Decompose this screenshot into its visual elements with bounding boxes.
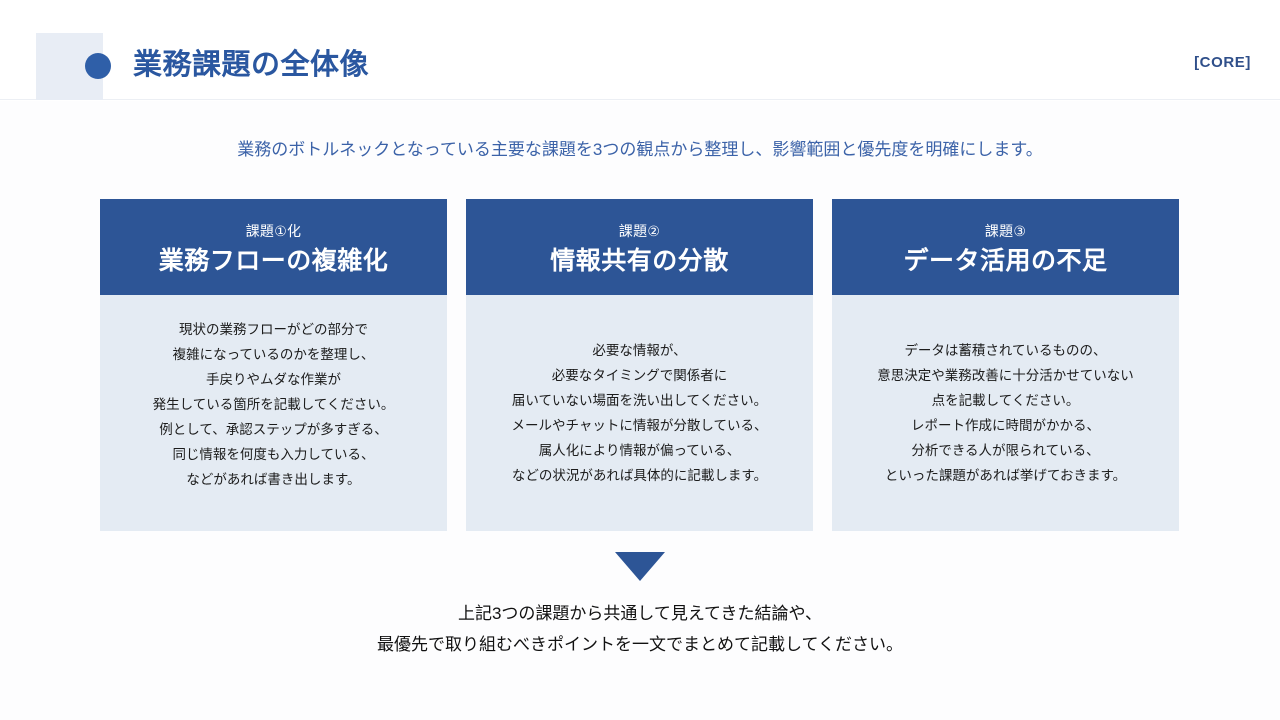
issue-card-1-body: 現状の業務フローがどの部分で 複雑になっているのかを整理し、 手戻りやムダな作業… (100, 295, 447, 531)
issue-card-2-body: 必要な情報が、 必要なタイミングで関係者に 届いていない場面を洗い出してください… (466, 295, 813, 531)
issue-card-2-title: 情報共有の分散 (550, 247, 729, 275)
issue-card-3[interactable]: 課題③ データ活用の不足 データは蓄積されているものの、 意思決定や業務改善に十… (832, 199, 1179, 531)
issue-card-2-header: 課題② 情報共有の分散 (466, 199, 813, 295)
down-arrow-icon (615, 552, 665, 581)
issue-card-3-text: データは蓄積されているものの、 意思決定や業務改善に十分活かせていない 点を記載… (877, 343, 1134, 483)
issue-card-2-text: 必要な情報が、 必要なタイミングで関係者に 届いていない場面を洗い出してください… (511, 343, 768, 483)
issue-card-3-header: 課題③ データ活用の不足 (832, 199, 1179, 295)
issue-card-1-title: 業務フローの複雑化 (158, 247, 389, 275)
conclusion-text: 上記3つの課題から共通して見えてきた結論や、 最優先で取り組むべきポイントを一文… (377, 604, 903, 654)
issue-card-3-kicker: 課題③ (984, 223, 1027, 239)
issue-card-1-header: 課題①化 業務フローの複雑化 (100, 199, 447, 295)
slide-subtitle: 業務のボトルネックとなっている主要な課題を3つの観点から整理し、影響範囲と優先度… (237, 140, 1043, 159)
issue-card-1[interactable]: 課題①化 業務フローの複雑化 現状の業務フローがどの部分で 複雑になっているのか… (100, 199, 447, 531)
core-badge: [CORE] (1194, 54, 1251, 71)
issue-card-1-text: 現状の業務フローがどの部分で 複雑になっているのかを整理し、 手戻りやムダな作業… (152, 322, 395, 487)
issue-card-2-kicker: 課題② (618, 223, 661, 239)
page-title: 業務課題の全体像 (133, 49, 370, 81)
slide-header: 業務課題の全体像 [CORE] (0, 0, 1280, 100)
slide-body: 業務のボトルネックとなっている主要な課題を3つの観点から整理し、影響範囲と優先度… (0, 101, 1280, 720)
bullet-dot-icon (85, 53, 111, 79)
issue-card-3-title: データ活用の不足 (903, 247, 1108, 275)
issue-card-list: 課題①化 業務フローの複雑化 現状の業務フローがどの部分で 複雑になっているのか… (100, 199, 1180, 531)
issue-card-3-body: データは蓄積されているものの、 意思決定や業務改善に十分活かせていない 点を記載… (832, 295, 1179, 531)
issue-card-2[interactable]: 課題② 情報共有の分散 必要な情報が、 必要なタイミングで関係者に 届いていない… (466, 199, 813, 531)
issue-card-1-kicker: 課題①化 (245, 223, 302, 239)
